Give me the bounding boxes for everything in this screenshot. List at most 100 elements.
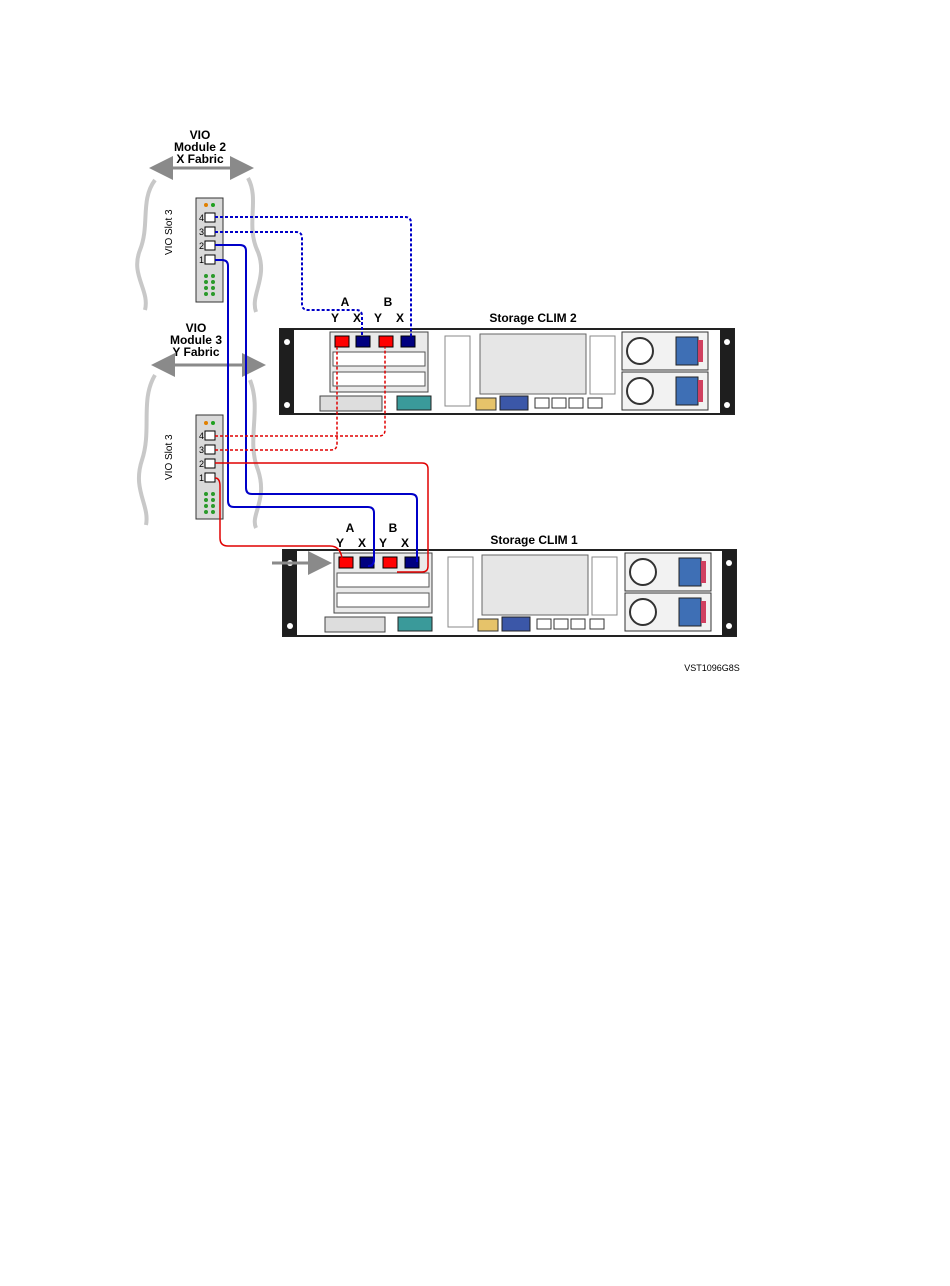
cable-port1-clim1-ay	[215, 478, 342, 558]
port-number: 3	[199, 227, 204, 237]
vent-grille	[592, 557, 617, 615]
port-number: 3	[199, 445, 204, 455]
power-inlet	[676, 337, 698, 365]
clim-1-port-y: Y	[379, 536, 387, 550]
usb-port	[588, 398, 602, 408]
clim-1-port-a-x[interactable]	[360, 557, 374, 568]
clim-1-group-a: A	[346, 521, 355, 535]
vent-grille	[590, 336, 615, 394]
port-3[interactable]	[205, 227, 215, 236]
vent-grille	[445, 336, 470, 406]
clim-1-port-x: X	[401, 536, 409, 550]
vio-module-2-label-3: X Fabric	[176, 152, 224, 166]
port-2[interactable]	[205, 459, 215, 468]
psu-fan	[627, 378, 653, 404]
usb-port	[537, 619, 551, 629]
storage-clim-2: Storage CLIM 2 A B Y X Y X	[280, 295, 734, 414]
storage-clim-1: Storage CLIM 1 A B Y X Y X	[272, 521, 736, 636]
vio-module-3-label-3: Y Fabric	[172, 345, 219, 359]
clim-1-port-b-y[interactable]	[383, 557, 397, 568]
mgmt-port	[476, 398, 496, 410]
port-3[interactable]	[205, 445, 215, 454]
cable-port3-clim2-ax	[215, 232, 362, 337]
clim-2-group-b: B	[384, 295, 393, 309]
clim-2-port-a-y[interactable]	[335, 336, 349, 347]
clim-2-port-y: Y	[331, 311, 339, 325]
rack-screw	[287, 623, 293, 629]
nic-ports	[325, 617, 385, 632]
port-number: 1	[199, 255, 204, 265]
top-cover-panel	[482, 555, 588, 615]
break-line	[250, 380, 261, 528]
psu-fan	[630, 599, 656, 625]
usb-port	[569, 398, 583, 408]
rack-screw	[724, 339, 730, 345]
break-line	[139, 375, 155, 525]
status-led	[211, 203, 215, 207]
psu-handle	[698, 380, 703, 402]
pci-slot	[337, 573, 429, 587]
vio-module-3: VIO Module 3 Y Fabric VIO Slot 3 4 3 2 1	[139, 321, 261, 528]
clim-2-title: Storage CLIM 2	[489, 311, 577, 325]
usb-port	[535, 398, 549, 408]
psu-handle	[701, 561, 706, 583]
clim-1-title: Storage CLIM 1	[490, 533, 578, 547]
status-led	[204, 421, 208, 425]
usb-port	[552, 398, 566, 408]
clim-2-port-b-x[interactable]	[401, 336, 415, 347]
port-number: 2	[199, 241, 204, 251]
port-2[interactable]	[205, 241, 215, 250]
vent-grille	[448, 557, 473, 627]
serial-port	[398, 617, 432, 631]
clim-1-group-b: B	[389, 521, 398, 535]
port-1[interactable]	[205, 473, 215, 482]
top-cover-panel	[480, 334, 586, 394]
rack-screw	[284, 402, 290, 408]
usb-port	[571, 619, 585, 629]
rack-screw	[726, 623, 732, 629]
clim-2-port-x: X	[396, 311, 404, 325]
pci-slot	[337, 593, 429, 607]
status-led	[204, 203, 208, 207]
serial-port	[397, 396, 431, 410]
psu-fan	[630, 559, 656, 585]
clim-2-port-y: Y	[374, 311, 382, 325]
vio-slot-label-top: VIO Slot 3	[164, 209, 175, 255]
vio-slot-label-bottom: VIO Slot 3	[164, 434, 175, 480]
port-number: 4	[199, 431, 204, 441]
usb-port	[590, 619, 604, 629]
clim-2-group-a: A	[341, 295, 350, 309]
usb-port	[554, 619, 568, 629]
power-inlet	[679, 558, 701, 586]
port-4[interactable]	[205, 431, 215, 440]
vga-port	[500, 396, 528, 410]
port-4[interactable]	[205, 213, 215, 222]
rack-screw	[726, 560, 732, 566]
power-inlet	[679, 598, 701, 626]
psu-handle	[698, 340, 703, 362]
break-line	[137, 180, 155, 310]
nic-ports	[320, 396, 382, 411]
pci-slot	[333, 372, 425, 386]
pci-slot	[333, 352, 425, 366]
mgmt-port	[478, 619, 498, 631]
clim-2-port-a-x[interactable]	[356, 336, 370, 347]
rack-screw	[284, 339, 290, 345]
vio-module-2: VIO Module 2 X Fabric VIO Slot 3 4 3 2 1	[137, 128, 261, 312]
clim-1-port-a-y[interactable]	[339, 557, 353, 568]
psu-handle	[701, 601, 706, 623]
port-number: 4	[199, 213, 204, 223]
status-led	[211, 421, 215, 425]
clim-1-port-x: X	[358, 536, 366, 550]
clim-2-port-b-y[interactable]	[379, 336, 393, 347]
clim-2-port-x: X	[353, 311, 361, 325]
power-inlet	[676, 377, 698, 405]
figure-id: VST1096G8S	[684, 663, 740, 673]
port-number: 2	[199, 459, 204, 469]
port-number: 1	[199, 473, 204, 483]
break-line	[248, 178, 261, 312]
vga-port	[502, 617, 530, 631]
psu-fan	[627, 338, 653, 364]
port-1[interactable]	[205, 255, 215, 264]
